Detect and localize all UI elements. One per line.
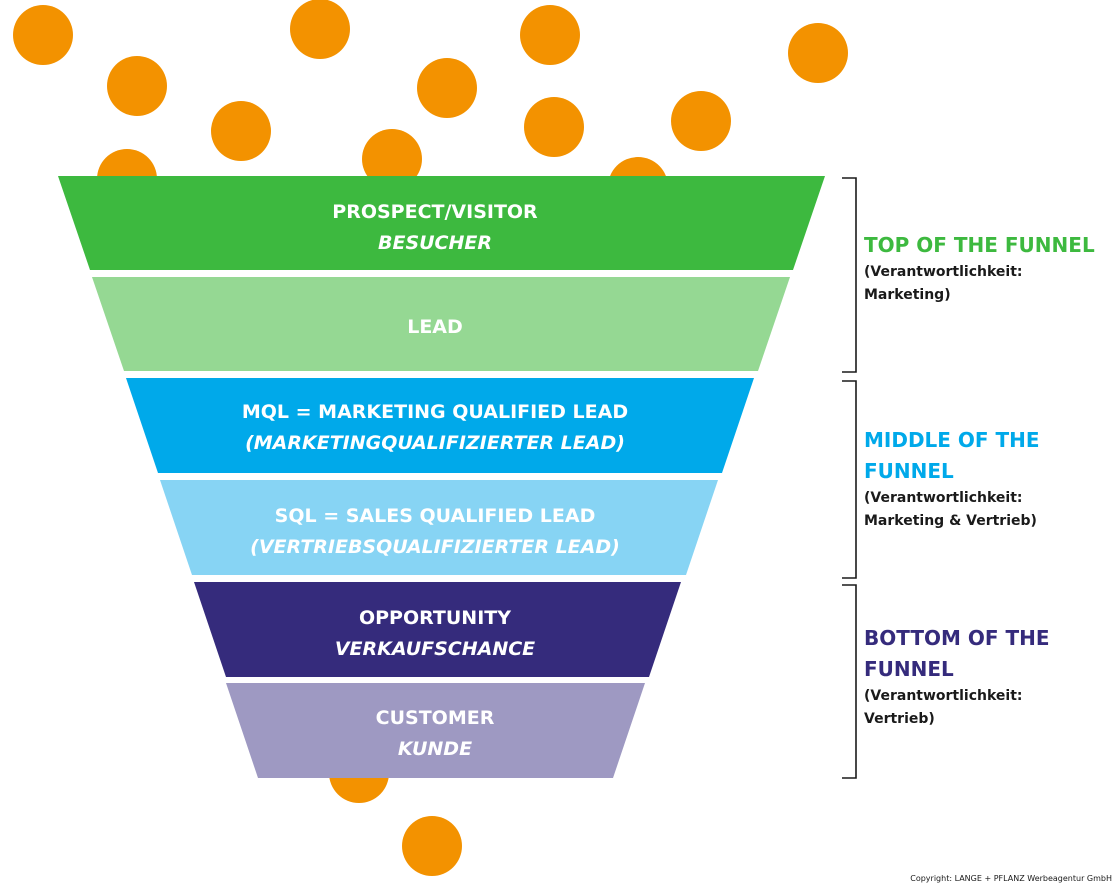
stage-sql-title: SQL = SALES QUALIFIED LEAD xyxy=(275,505,596,527)
bottom-section-bracket xyxy=(842,584,857,779)
stage-prospect-band xyxy=(58,176,825,270)
lead-dot xyxy=(107,56,167,116)
middle-section-title-line1: MIDDLE OF THE xyxy=(864,428,1040,452)
top-section-note-line2: Marketing) xyxy=(864,287,951,303)
top-section-note-line1: (Verantwortlichkeit: xyxy=(864,264,1023,280)
lead-dot xyxy=(211,101,271,161)
stage-customer-title: CUSTOMER xyxy=(376,707,495,729)
stage-opportunity-band xyxy=(194,582,681,677)
stage-prospect-subtitle: BESUCHER xyxy=(378,232,492,254)
bottom-section-label: BOTTOM OF THE FUNNEL (Verantwortlichkeit… xyxy=(864,623,1114,731)
lead-dot xyxy=(402,816,462,876)
stage-opportunity-title: OPPORTUNITY xyxy=(359,607,511,629)
lead-dot xyxy=(362,129,422,189)
stage-sql-subtitle: (VERTRIEBSQUALIFIZIERTER LEAD) xyxy=(250,536,620,558)
lead-dots xyxy=(13,0,848,876)
middle-section-note-line2: Marketing & Vertrieb) xyxy=(864,513,1037,529)
funnel-stages: PROSPECT/VISITOR BESUCHER LEAD MQL = MAR… xyxy=(58,176,825,778)
bottom-section-note-line1: (Verantwortlichkeit: xyxy=(864,688,1023,704)
middle-section-title-line2: FUNNEL xyxy=(864,459,954,483)
stage-prospect-title: PROSPECT/VISITOR xyxy=(332,201,538,223)
lead-dot xyxy=(788,23,848,83)
middle-section-label: MIDDLE OF THE FUNNEL (Verantwortlichkeit… xyxy=(864,425,1114,533)
lead-dot xyxy=(13,5,73,65)
top-section-title: TOP OF THE FUNNEL xyxy=(864,233,1095,257)
stage-customer-band xyxy=(226,683,645,778)
copyright-notice: Copyright: LANGE + PFLANZ Werbeagentur G… xyxy=(910,874,1112,883)
lead-dot xyxy=(520,5,580,65)
stage-lead-band xyxy=(92,277,790,371)
lead-dot xyxy=(290,0,350,59)
stage-lead-title: LEAD xyxy=(407,316,463,338)
stage-sql-band xyxy=(160,480,718,575)
stage-mql-title: MQL = MARKETING QUALIFIED LEAD xyxy=(242,401,628,423)
middle-section-bracket xyxy=(842,380,857,579)
bottom-section-note-line2: Vertrieb) xyxy=(864,711,935,727)
lead-dot xyxy=(524,97,584,157)
bottom-section-title-line2: FUNNEL xyxy=(864,657,954,681)
lead-dot xyxy=(671,91,731,151)
bottom-section-title-line1: BOTTOM OF THE xyxy=(864,626,1050,650)
top-section-bracket xyxy=(842,177,857,373)
stage-customer-subtitle: KUNDE xyxy=(398,738,472,760)
section-brackets xyxy=(842,177,857,779)
middle-section-note-line1: (Verantwortlichkeit: xyxy=(864,490,1023,506)
stage-mql-subtitle: (MARKETINGQUALIFIZIERTER LEAD) xyxy=(245,432,625,454)
lead-dot xyxy=(417,58,477,118)
top-section-label: TOP OF THE FUNNEL (Verantwortlichkeit: M… xyxy=(864,230,1114,307)
stage-opportunity-subtitle: VERKAUFSCHANCE xyxy=(335,638,535,660)
stage-mql-band xyxy=(126,378,754,473)
